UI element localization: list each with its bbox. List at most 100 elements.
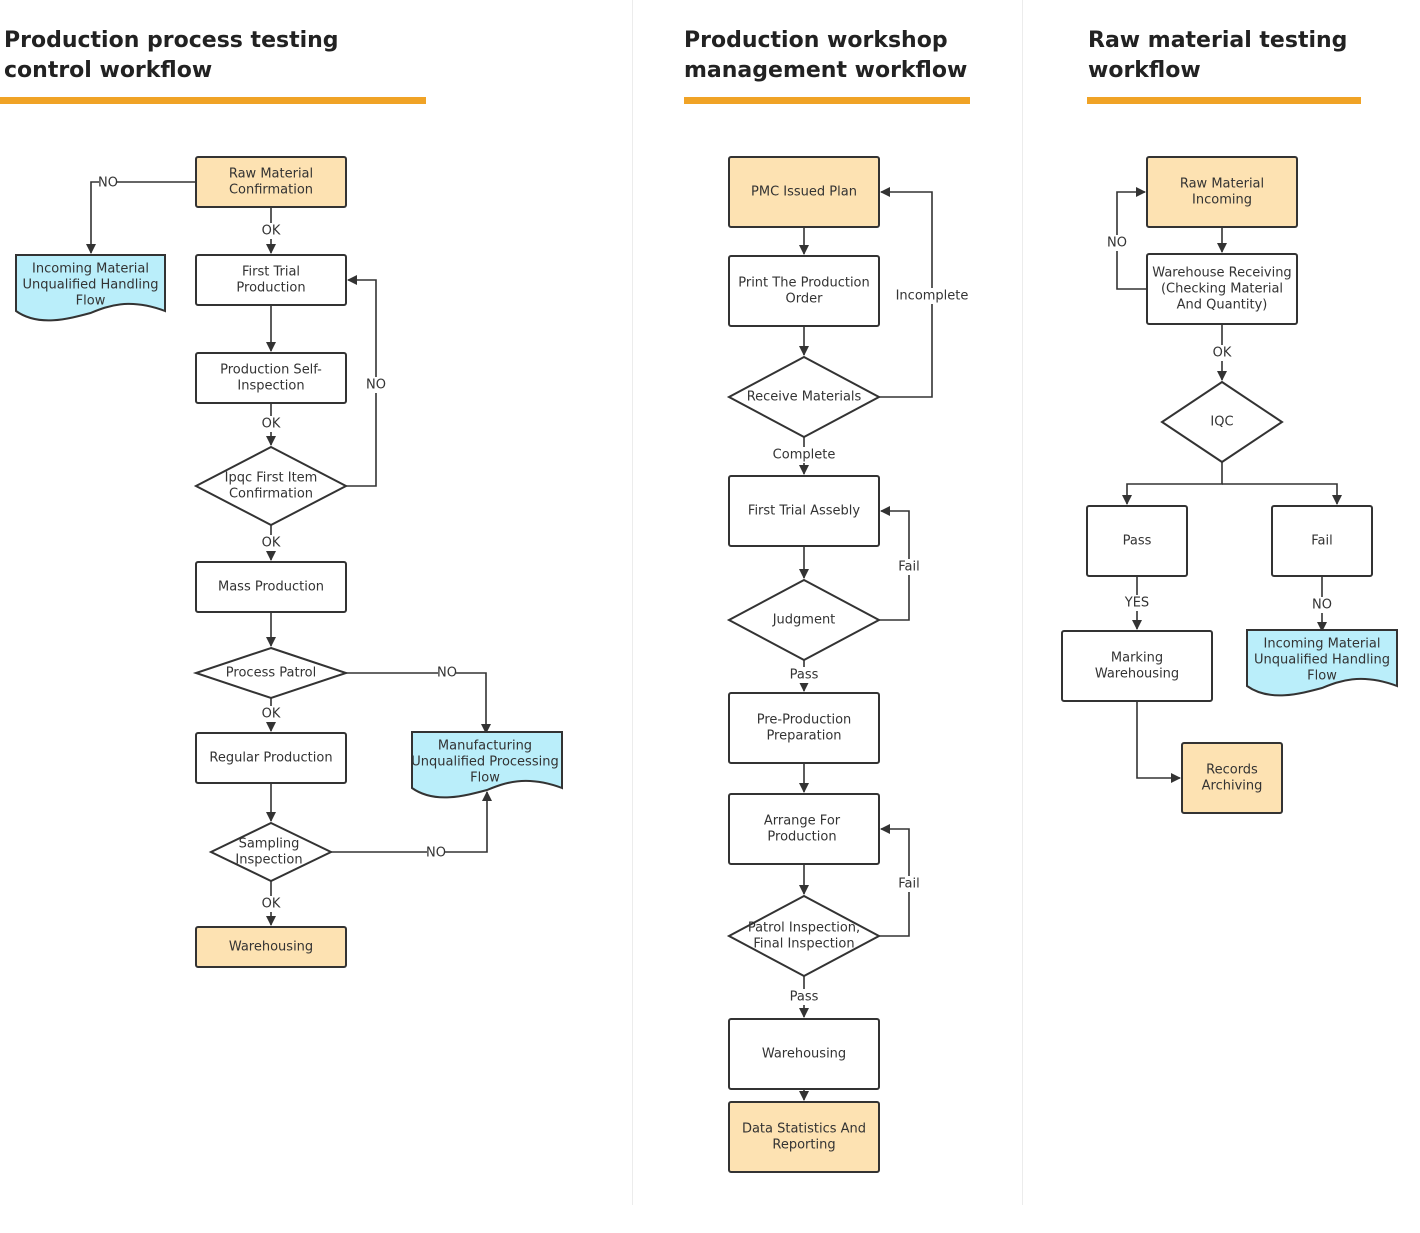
- edge-label-text: Pass: [790, 668, 819, 683]
- column-1-title-underline: [0, 97, 426, 104]
- col3-pass-label: Pass: [1123, 534, 1152, 549]
- col3-fail-label: Fail: [1311, 534, 1332, 549]
- col3-raw-material-incoming-label: Incoming: [1192, 193, 1252, 208]
- column-3-title-underline: [1087, 97, 1361, 104]
- col1-manufacturing-unqualified-label: Manufacturing: [438, 739, 532, 754]
- edge-label-background: [262, 896, 280, 912]
- col1-regular-production-shape: [195, 732, 347, 784]
- col2-edge-label-patrol-fail: Fail: [892, 876, 926, 892]
- column-divider-left: [632, 0, 633, 1205]
- edge-label-background: [1124, 595, 1150, 611]
- edge-label-background: [262, 416, 280, 432]
- col3-iqc-label: IQC: [1210, 415, 1233, 430]
- col3-raw-material-incoming-shape: [1146, 156, 1298, 228]
- col2-judgment-shape: [726, 578, 882, 662]
- col1-mass-production-node: Mass Production: [195, 561, 347, 613]
- edge-label-background: [1313, 597, 1331, 613]
- edge-label-background: [262, 706, 280, 722]
- col1-first-trial-production-shape: [195, 254, 347, 306]
- edge-label-text: YES: [1124, 596, 1149, 611]
- col3-marking-warehousing-label: Marking: [1111, 651, 1163, 666]
- col1-incoming-unqualified-shape: [15, 254, 166, 322]
- column-2-title: Production workshop management workflow: [684, 26, 967, 86]
- col1-process-patrol-shape: [192, 646, 350, 700]
- col1-regular-production-label: Regular Production: [209, 751, 332, 766]
- col2-print-order-label: Order: [786, 292, 824, 307]
- col1-edge-label-self-ok: OK: [262, 416, 281, 432]
- column-2-title-line-1: Production workshop: [684, 28, 948, 53]
- col1-edge-label-ipqc-ok: OK: [262, 535, 281, 551]
- col3-edge-label-receiving-ok: OK: [1213, 345, 1232, 361]
- col1-edge-label-patrol-ok: OK: [262, 706, 281, 722]
- edge-label-background: [262, 535, 280, 551]
- col2-pmc-plan-shape: [728, 156, 880, 228]
- edge-label-text: Pass: [790, 990, 819, 1005]
- edge-label-text: NO: [1312, 598, 1332, 613]
- col3-incoming-unqualified-label: Incoming Material: [1264, 637, 1381, 652]
- edge-label-text: Fail: [898, 877, 919, 892]
- col2-arrange-production-label: Arrange For: [764, 814, 841, 829]
- col1-mass-production-shape: [195, 561, 347, 613]
- col3-edge-label-pass-yes: YES: [1124, 595, 1150, 611]
- col1-incoming-unqualified-label: Unqualified Handling: [23, 278, 159, 293]
- col1-self-inspection-shape: [195, 352, 347, 404]
- edge-label-text: Fail: [898, 560, 919, 575]
- edge-label-background: [438, 665, 456, 681]
- col1-incoming-unqualified-label: Flow: [76, 294, 106, 309]
- col2-patrol-final-label: Final Inspection: [753, 937, 854, 952]
- col2-pre-production-shape: [728, 692, 880, 764]
- col1-warehousing-node: Warehousing: [195, 926, 347, 968]
- col3-warehouse-receiving-label: And Quantity): [1177, 298, 1268, 313]
- column-1-title-line-1: Production process testing: [4, 28, 339, 53]
- col2-first-trial-assembly-node: First Trial Assebly: [728, 475, 880, 547]
- edge-label-text: OK: [262, 536, 281, 551]
- col1-ipqc-confirmation-label: Confirmation: [229, 487, 313, 502]
- edge-label-background: [367, 377, 385, 393]
- col2-arrange-production-shape: [728, 793, 880, 865]
- edge-label-text: NO: [366, 378, 386, 393]
- edge-label-background: [787, 667, 821, 683]
- edge-iqc-to-pass: [1122, 462, 1223, 505]
- edge-label-text: Complete: [773, 448, 836, 463]
- col2-first-trial-assembly-label: First Trial Assebly: [748, 504, 860, 519]
- edge-label-text: OK: [262, 897, 281, 912]
- col1-warehousing-label: Warehousing: [229, 940, 313, 955]
- col3-edge-label-receiving-no: NO: [1107, 235, 1127, 251]
- col3-fail-node: Fail: [1271, 505, 1373, 577]
- col1-edge-label-sampling-no: NO: [426, 845, 446, 861]
- column-3-title-line-1: Raw material testing: [1088, 28, 1348, 53]
- edge-label-text: OK: [1213, 346, 1232, 361]
- col1-manufacturing-unqualified-label: Flow: [470, 771, 500, 786]
- col2-edge-label-complete: Complete: [771, 447, 837, 463]
- col2-pmc-plan-node: PMC Issued Plan: [728, 156, 880, 228]
- col2-edge-label-judgment-pass: Pass: [787, 667, 821, 683]
- col1-process-patrol-label: Process Patrol: [226, 666, 316, 681]
- edge-label-background: [891, 288, 973, 304]
- col3-warehouse-receiving-label: Warehouse Receiving: [1152, 266, 1291, 281]
- column-1-title-line-2: control workflow: [4, 58, 213, 83]
- col3-fail-shape: [1271, 505, 1373, 577]
- col1-edge-label-patrol-no: NO: [437, 665, 457, 681]
- col3-warehouse-receiving-shape: [1146, 253, 1298, 325]
- col2-edge-label-judgment-fail: Fail: [892, 559, 926, 575]
- column-1-title: Production process testing control workf…: [4, 26, 339, 86]
- col2-edge-label-incomplete: Incomplete: [891, 288, 973, 304]
- col3-records-archiving-label: Archiving: [1202, 779, 1263, 794]
- col3-marking-warehousing-label: Warehousing: [1095, 667, 1179, 682]
- col1-self-inspection-label: Inspection: [237, 379, 304, 394]
- col2-print-order-shape: [728, 255, 880, 327]
- col1-manufacturing-unqualified-label: Unqualified Processing: [411, 755, 558, 770]
- col1-ipqc-confirmation-shape: [193, 445, 349, 527]
- col1-raw-material-confirmation-label: Confirmation: [229, 183, 313, 198]
- col2-arrange-production-label: Production: [767, 830, 836, 845]
- col2-receive-materials-shape: [726, 355, 882, 439]
